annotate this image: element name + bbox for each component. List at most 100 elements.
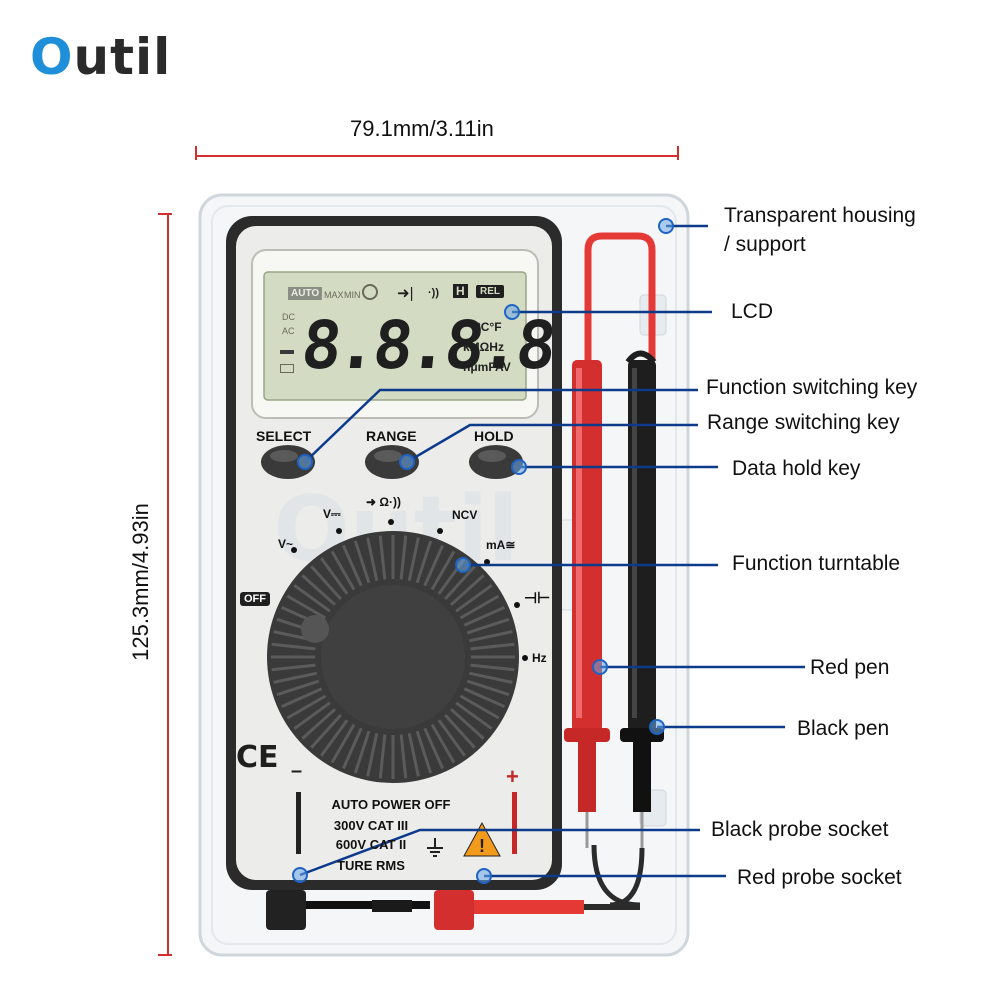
range-button[interactable]: [365, 445, 419, 479]
dial-ridge: [286, 694, 327, 720]
select-key-label: SELECT: [256, 428, 312, 444]
dial-ridge: [271, 642, 316, 651]
range-key-label: RANGE: [366, 428, 417, 444]
callout-housing-line1: Transparent housing: [724, 204, 916, 227]
callout-function-key: Function switching key: [706, 376, 918, 399]
auto-power-off-text: AUTO POWER OFF: [331, 797, 451, 812]
brand-logo-o: O: [30, 28, 74, 86]
callout-red-socket: Red probe socket: [737, 866, 902, 889]
dial-label-ncv: NCV: [452, 508, 478, 522]
dial-ridge: [286, 594, 327, 620]
dial-label-diode-ohm: ➜ Ω·)): [366, 495, 401, 509]
callout-dot-red-socket: [476, 868, 492, 884]
lcd-digits: 8.8.8.8: [297, 307, 557, 384]
dial-ridge: [466, 617, 510, 635]
dial-label-ma: mA≅: [486, 538, 516, 552]
lcd-auto-off-icon: [362, 284, 378, 300]
dial-ridge: [437, 719, 466, 757]
lcd-screen: [263, 271, 527, 401]
hold-button[interactable]: [469, 445, 523, 479]
dial-ridge: [320, 557, 349, 595]
brand-logo: Outil: [30, 28, 171, 86]
dial-ridge: [293, 701, 331, 730]
dial-ridge: [330, 723, 356, 764]
dial-ridge: [470, 663, 515, 672]
dial-ridge: [455, 584, 493, 613]
dial-ridge: [449, 708, 485, 740]
red-plug: [434, 890, 474, 930]
callout-dot-turntable: [455, 557, 471, 573]
brand-logo-rest: util: [73, 28, 172, 86]
callout-dot-range-key: [399, 454, 415, 470]
dial-ridge: [444, 565, 476, 601]
dial-ridge: [463, 606, 506, 627]
hold-key-label: HOLD: [474, 428, 514, 444]
svg-text:!: !: [479, 836, 485, 856]
lcd-hold-indicator: H: [453, 284, 468, 298]
ce-mark: CE: [236, 740, 279, 775]
dial-ridge: [430, 550, 456, 591]
dial-ridge: [468, 671, 513, 684]
lcd-rel-indicator: REL: [476, 285, 504, 298]
lcd-ac-indicator: AC: [282, 326, 295, 336]
lcd-battery-icon: [280, 364, 294, 373]
dial-ridge: [470, 642, 515, 651]
dial-ridge: [449, 574, 485, 606]
lcd-units-temp: °C°F: [476, 320, 502, 334]
lcd-minus-sign: [280, 350, 294, 354]
select-button[interactable]: [261, 445, 315, 479]
dial-ridge: [407, 732, 420, 777]
dial-ridge: [273, 671, 318, 684]
callout-dot-function-key: [297, 454, 313, 470]
dial-label-v-ac: V~: [278, 537, 294, 551]
dial-ridge: [271, 663, 316, 672]
callout-range-key: Range switching key: [707, 411, 900, 434]
dial-ridge: [415, 730, 433, 774]
dial-ridge: [459, 594, 500, 620]
callout-black-pen: Black pen: [797, 717, 890, 740]
dial-ridge: [342, 544, 363, 587]
dial-ridge: [444, 713, 476, 749]
callout-dot-red-pen: [592, 659, 608, 675]
dial-ridge: [415, 540, 433, 584]
lcd-auto-indicator: AUTO: [288, 287, 323, 300]
warning-icon: [463, 821, 501, 857]
dial-ridge: [276, 679, 320, 697]
callout-dot-black-pen: [649, 719, 665, 735]
ground-icon: [427, 838, 443, 857]
lcd-dc-indicator: DC: [282, 312, 295, 322]
dial-ridge: [310, 565, 342, 601]
dial-ridge: [320, 719, 349, 757]
dial-ridge: [293, 584, 331, 613]
lcd-diode-icon: ➜|: [397, 285, 414, 302]
dial-ridge: [301, 574, 337, 606]
dial-label-hz: Hz: [532, 651, 547, 665]
lcd-continuity-icon: ·)): [428, 287, 439, 299]
callout-turntable: Function turntable: [732, 552, 901, 575]
lcd-max-indicator: MAX: [324, 290, 344, 300]
dial-ridge: [342, 727, 363, 770]
lcd-min-indicator: MIN: [344, 290, 361, 300]
callout-lcd: LCD: [731, 300, 774, 323]
dial-ridge: [378, 734, 387, 779]
lcd-units-amp: nμmFAV: [463, 360, 511, 374]
callout-dot-lcd: [504, 304, 520, 320]
dial-ridge: [407, 537, 420, 582]
callout-dot-hold-key: [511, 459, 527, 475]
dial-ridge: [399, 535, 408, 580]
callout-black-socket: Black probe socket: [711, 818, 889, 841]
dial-ridge: [353, 540, 371, 584]
black-plug: [266, 890, 306, 930]
dial-ridge: [366, 732, 379, 777]
dial-label-capacitance: ⊣⊢: [524, 590, 551, 607]
dial-ridge: [301, 708, 337, 740]
cat2-rating-text: 600V CAT II: [335, 837, 407, 852]
dial-ridge: [366, 537, 379, 582]
function-turntable[interactable]: [267, 531, 519, 783]
lcd-units-freq: kMΩHz: [463, 340, 504, 354]
cat3-rating-text: 300V CAT III: [333, 818, 409, 833]
dial-ridge: [399, 734, 408, 779]
callout-red-pen: Red pen: [810, 656, 890, 679]
